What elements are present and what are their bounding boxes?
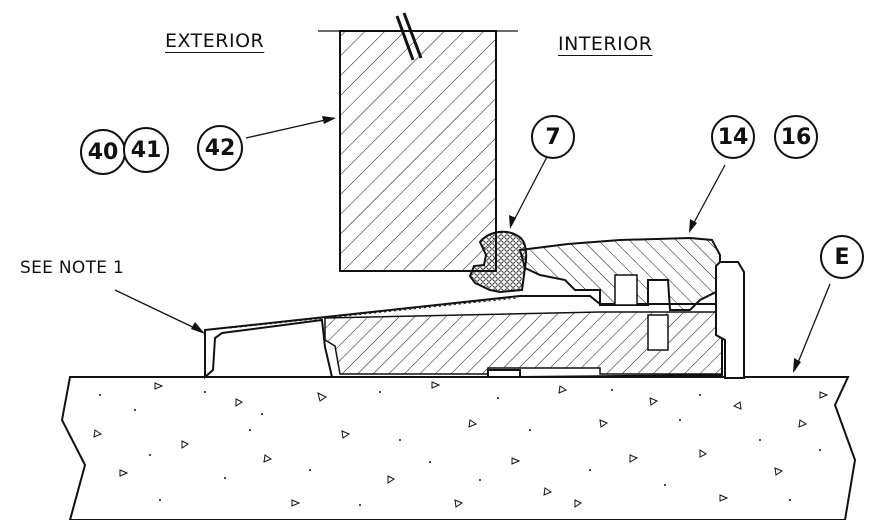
break-mark: [395, 12, 423, 61]
interior-frame: [715, 261, 745, 379]
see-note-label: SEE NOTE 1: [20, 258, 125, 278]
threshold-cap: [518, 236, 721, 311]
concrete-dots: [99, 389, 821, 506]
door-slab: [339, 30, 497, 272]
interior-label: INTERIOR: [558, 33, 653, 55]
callout-42: 42: [197, 125, 243, 171]
weatherstrip: [468, 230, 528, 294]
callout-40: 40: [80, 129, 126, 175]
callout-7: 7: [531, 115, 575, 159]
ramp-ridges: [229, 297, 519, 329]
callout-16: 16: [774, 115, 818, 159]
callout-14: 14: [711, 115, 755, 159]
threshold-base-hatch: [324, 311, 723, 375]
exterior-label: EXTERIOR: [165, 30, 265, 52]
leader-lines: [114, 117, 831, 371]
concrete-aggregate: [93, 381, 829, 508]
threshold-channel: [647, 314, 669, 351]
callout-e: E: [820, 235, 864, 279]
leader-arrows: [191, 116, 801, 373]
cap-slot: [614, 274, 638, 306]
callout-41: 41: [123, 127, 169, 173]
concrete-slab: [60, 376, 857, 520]
